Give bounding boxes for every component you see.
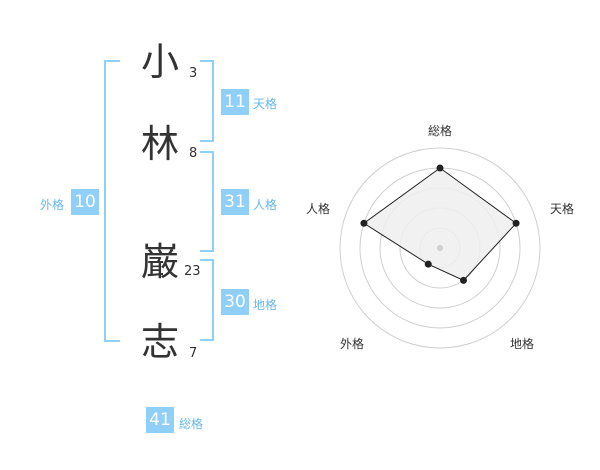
tenkaku-bracket — [200, 60, 214, 142]
tenkaku-label: 天格 — [253, 97, 278, 111]
radar-point-5 — [360, 219, 368, 227]
tenkaku-value: 11 — [221, 89, 249, 115]
radar-label-tenkaku: 天格 — [550, 202, 575, 216]
radar-point-4 — [424, 260, 432, 268]
soukaku-value: 41 — [146, 407, 174, 433]
radar-center-dot — [437, 245, 443, 251]
chikaku-label: 地格 — [253, 298, 278, 312]
stroke-count-4: 7 — [189, 346, 198, 361]
radar-label-soukaku: 総格 — [428, 124, 453, 138]
radar-area — [363, 167, 517, 281]
radar-label-gaikaku: 外格 — [340, 337, 365, 351]
stroke-count-2: 8 — [189, 146, 198, 161]
name-char-1: 小 — [140, 40, 179, 84]
stroke-count-1: 3 — [189, 66, 198, 81]
radar-point-1 — [436, 164, 444, 172]
radar-label-jinkaku: 人格 — [306, 202, 331, 216]
gaikaku-bracket — [104, 60, 120, 342]
radar-point-3 — [460, 276, 468, 284]
chikaku-bracket — [200, 259, 214, 341]
jinkaku-value: 31 — [221, 189, 249, 215]
radar-point-2 — [512, 219, 520, 227]
chikaku-value: 30 — [221, 289, 249, 315]
radar-ring — [339, 147, 541, 349]
radar-label-chikaku: 地格 — [510, 337, 535, 351]
stroke-count-3: 23 — [184, 264, 201, 279]
name-char-2: 林 — [140, 122, 179, 166]
name-char-3: 巌 — [140, 240, 179, 284]
gaikaku-value: 10 — [71, 189, 99, 215]
jinkaku-label: 人格 — [253, 198, 278, 212]
jinkaku-bracket — [200, 151, 214, 252]
name-char-4: 志 — [140, 320, 179, 364]
soukaku-label: 総格 — [179, 417, 204, 431]
gaikaku-label: 外格 — [40, 198, 65, 212]
